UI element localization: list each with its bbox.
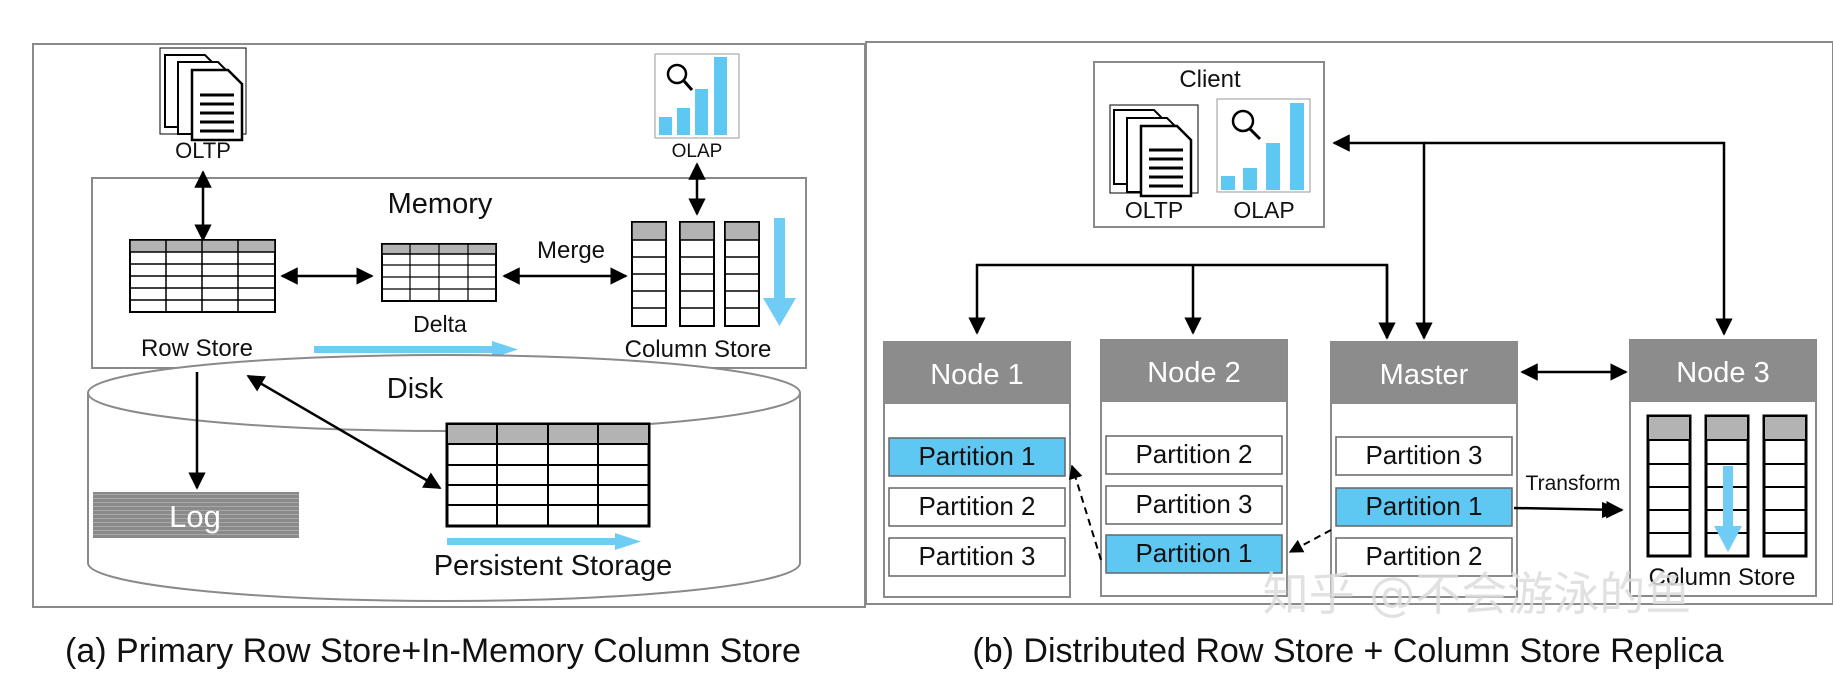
node1-partition-2	[888, 487, 1066, 527]
column-store-blue-arrow	[763, 218, 796, 326]
log-label: Log	[169, 499, 221, 534]
node2-partition-2-label: Partition 2	[1135, 439, 1252, 469]
node1-partition-3-label: Partition 3	[918, 541, 1035, 571]
persistent-blue-arrow	[447, 533, 641, 550]
master-partition-3	[1335, 436, 1513, 476]
master-node: Master Partition 3 Partition 1 Partition…	[1330, 341, 1518, 598]
persistent-storage-label: Persistent Storage	[434, 550, 673, 582]
client-oltp-icon	[1109, 104, 1199, 198]
disk-label: Disk	[387, 373, 444, 405]
row-store-label: Row Store	[141, 335, 253, 362]
master-to-node2-replica-arrow	[1288, 529, 1332, 553]
watermark: 知乎 @不会游泳的鱼	[1263, 567, 1692, 621]
row-store-table	[129, 239, 276, 313]
delta-label: Delta	[413, 311, 467, 337]
node2: Node 2 Partition 2 Partition 3 Partition…	[1100, 339, 1288, 597]
log-block	[93, 492, 299, 538]
node2-to-node1-replica-arrow	[1069, 464, 1102, 561]
master-to-node1-arrow	[968, 263, 1389, 338]
master-title: Master	[1380, 359, 1469, 391]
node1-partition-1-label: Partition 1	[918, 441, 1035, 471]
rowstore-persistent-arrow	[246, 374, 442, 490]
node3-column-store-label: Column Store	[1649, 564, 1796, 591]
client-olap-label: OLAP	[1233, 197, 1294, 223]
node2-partition-1	[1105, 534, 1283, 574]
client-oltp-label: OLTP	[1125, 197, 1183, 223]
caption-a: (a) Primary Row Store+In-Memory Column S…	[65, 632, 801, 670]
master-partition-1-label: Partition 1	[1365, 491, 1482, 521]
column-store-label-a: Column Store	[625, 336, 772, 363]
oltp-documents-icon	[159, 47, 247, 142]
panel-a: OLTP OLAP Memory	[32, 43, 866, 670]
master-partition-2	[1335, 537, 1513, 577]
merge-label: Merge	[537, 237, 605, 264]
olap-label-a: OLAP	[672, 141, 723, 162]
node1-title: Node 1	[930, 359, 1024, 391]
node2-partition-2	[1105, 435, 1283, 475]
node3-column-3	[1762, 414, 1808, 558]
transform-label: Transform	[1526, 472, 1621, 495]
panel-b-frame	[865, 41, 1833, 605]
memory-label: Memory	[388, 188, 493, 220]
olap-chart-icon	[654, 53, 740, 139]
node2-partition-1-label: Partition 1	[1135, 538, 1252, 568]
master-client-arrow	[1332, 134, 1433, 340]
node3-column-1	[1646, 414, 1692, 558]
master-partition-3-label: Partition 3	[1365, 440, 1482, 470]
node2-title: Node 2	[1147, 357, 1241, 389]
node1: Node 1 Partition 1 Partition 2 Partition…	[883, 341, 1071, 598]
persistent-storage-table	[445, 422, 651, 528]
oltp-label-a: OLTP	[175, 138, 231, 163]
master-partition-2-label: Partition 2	[1365, 541, 1482, 571]
client-label: Client	[1179, 66, 1241, 93]
master-partition-1	[1335, 487, 1513, 527]
node3-title: Node 3	[1676, 357, 1770, 389]
node2-partition-3-label: Partition 3	[1135, 489, 1252, 519]
memory-blue-arrow	[314, 341, 518, 358]
column-store-a	[631, 221, 760, 327]
delta-table	[381, 243, 497, 302]
client-olap-icon	[1216, 98, 1311, 193]
client-node3-arrow	[1424, 141, 1733, 336]
panel-b: Client OLTP OLAP	[865, 41, 1833, 670]
node3: Node 3	[1629, 339, 1817, 597]
node3-blue-arrow	[1714, 466, 1742, 552]
node1-partition-2-label: Partition 2	[918, 491, 1035, 521]
node1-partition-3	[888, 537, 1066, 577]
caption-b: (b) Distributed Row Store + Column Store…	[972, 632, 1723, 670]
node1-partition-1	[888, 437, 1066, 477]
node2-partition-3	[1105, 485, 1283, 525]
